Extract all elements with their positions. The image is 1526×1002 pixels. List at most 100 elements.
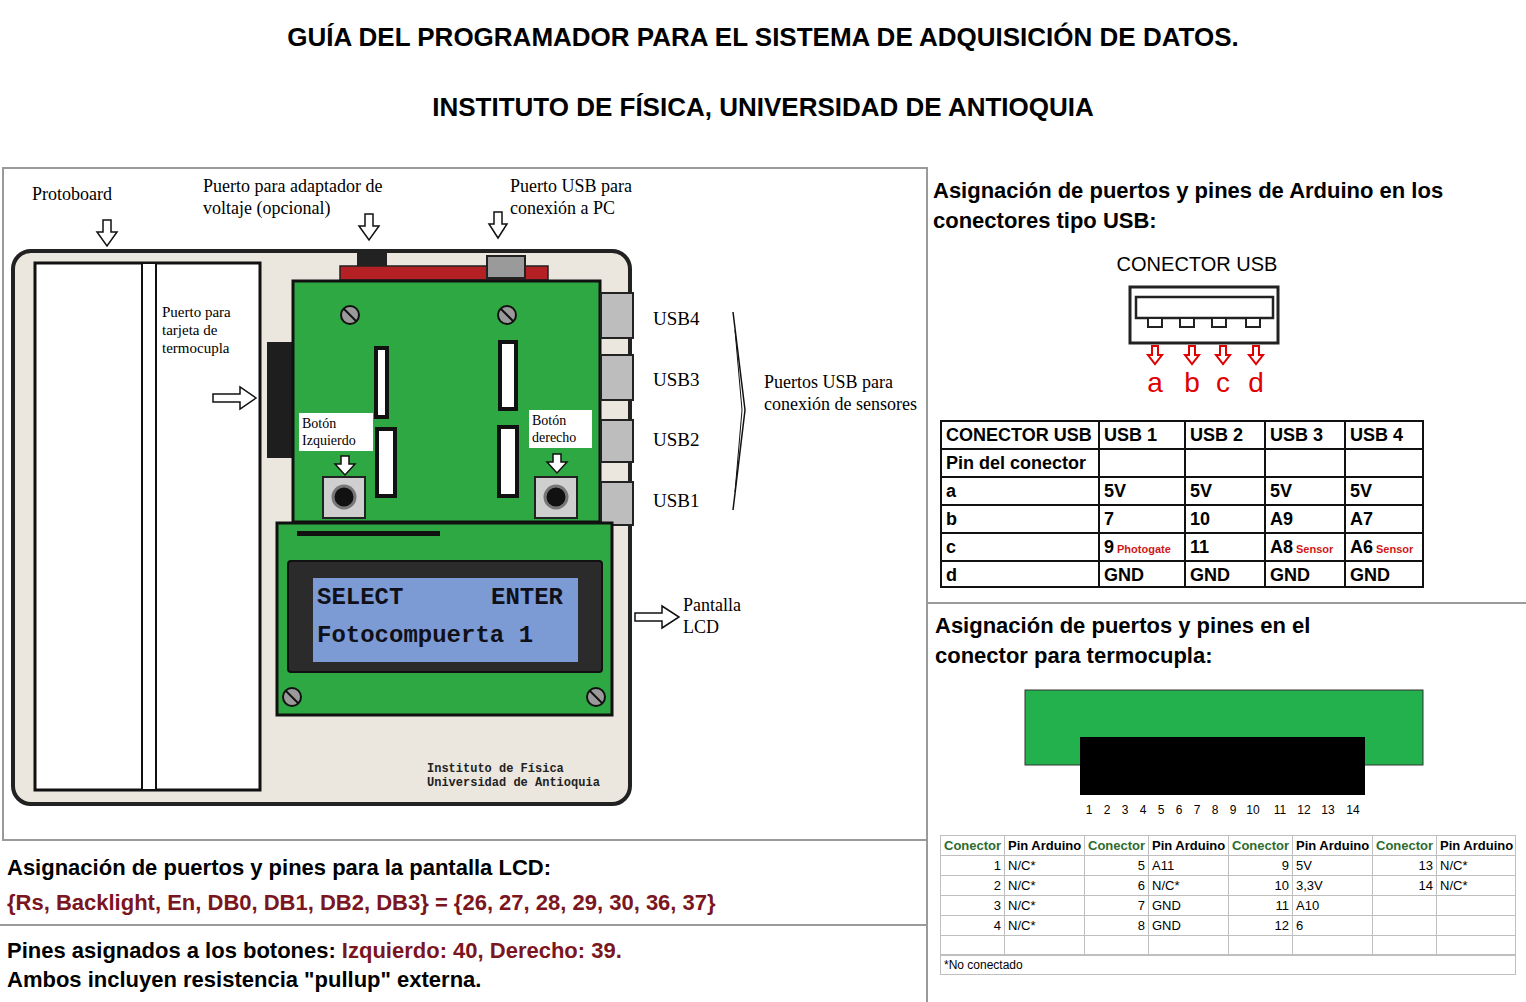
table-cell: a — [940, 476, 1098, 504]
pin-value: 5V — [1270, 481, 1292, 501]
thermocouple-connector — [1080, 737, 1365, 795]
pin-header — [500, 342, 516, 409]
table-cell — [1228, 935, 1292, 955]
table-cell: 2 — [940, 875, 1004, 895]
connector-pin: 7 — [1138, 898, 1145, 913]
sensor-note: Sensor — [1376, 543, 1413, 555]
table-cell: *No conectado — [940, 955, 1516, 975]
pointer-arrow — [489, 212, 507, 238]
arduino-pin: GND — [1152, 918, 1181, 933]
usb-sensor-port — [601, 293, 633, 338]
connector-pin: 13 — [1419, 858, 1433, 873]
arduino-pin: 5V — [1296, 858, 1312, 873]
pin-number: 3 — [1115, 803, 1135, 817]
table-cell — [1344, 448, 1424, 476]
table-header: CONECTOR USB — [946, 425, 1092, 445]
table-cell: 13 — [1372, 855, 1436, 875]
table-cell: N/C* — [1436, 875, 1516, 895]
arduino-pin: 3,3V — [1296, 878, 1323, 893]
arduino-pin: N/C* — [1152, 878, 1179, 893]
pin-number: 12 — [1294, 803, 1314, 817]
screw-slot — [501, 309, 513, 321]
arduino-pin: N/C* — [1440, 878, 1467, 893]
pointer-arrow — [97, 220, 117, 246]
pin-letter: b — [1177, 366, 1207, 400]
button-label: Botón Izquierdo — [299, 413, 373, 451]
lcd-slot — [297, 531, 440, 536]
pin-number: 4 — [1133, 803, 1153, 817]
pointer-arrow — [359, 214, 379, 240]
table-cell — [1264, 448, 1344, 476]
pin-value: GND — [1104, 565, 1144, 585]
pin-value: GND — [1270, 565, 1310, 585]
table-cell: 8 — [1084, 915, 1148, 935]
pin-value: 5V — [1104, 481, 1126, 501]
pin-header — [499, 427, 517, 496]
pin-assignment: Izquierdo: 40, Derecho: 39. — [342, 938, 622, 963]
table-cell: GND — [1264, 560, 1344, 588]
panel-heading: Asignación de puertos y pines en el cone… — [935, 611, 1380, 671]
port-name: USB3 — [653, 369, 723, 392]
footnote: *No conectado — [944, 958, 1023, 972]
connector-pin: 3 — [994, 898, 1001, 913]
table-cell: Conector — [940, 835, 1004, 855]
arduino-pin: A10 — [1296, 898, 1319, 913]
protoboard-groove — [142, 263, 156, 790]
usb-sensor-port — [601, 355, 633, 400]
label-text: Botón derecho — [532, 412, 589, 446]
table-cell: N/C* — [1004, 895, 1084, 915]
table-cell: 3 — [940, 895, 1004, 915]
circuit-board — [293, 281, 600, 522]
pin-arrow — [1216, 346, 1230, 364]
pin-name: a — [946, 481, 956, 501]
protoboard — [35, 263, 260, 790]
table-cell — [940, 935, 1004, 955]
pin-value: GND — [1350, 565, 1390, 585]
screw-slot — [590, 691, 602, 703]
table-cell: Conector — [1372, 835, 1436, 855]
table-cell: 12 — [1228, 915, 1292, 935]
pin-value: 7 — [1104, 509, 1114, 529]
table-cell: d — [940, 560, 1098, 588]
table-cell: Pin Arduino — [1436, 835, 1516, 855]
table-cell: A11 — [1148, 855, 1228, 875]
pin-name: Pin del conector — [946, 453, 1086, 473]
table-cell: USB 4 — [1344, 420, 1424, 448]
pin-value: 9 — [1104, 537, 1114, 557]
table-cell: 11 — [1184, 532, 1264, 560]
pin-number: 1 — [1079, 803, 1099, 817]
table-cell: Pin Arduino — [1004, 835, 1084, 855]
usb-pc-port — [487, 256, 525, 278]
table-cell: 11 — [1228, 895, 1292, 915]
table-cell: 5V — [1098, 476, 1184, 504]
note-text: Ambos incluyen resistencia "pullup" exte… — [7, 965, 920, 994]
usb-contact — [1148, 318, 1162, 327]
arduino-pin: N/C* — [1008, 858, 1035, 873]
pin-name: d — [946, 565, 957, 585]
table-cell: A6Sensor — [1344, 532, 1424, 560]
table-header: USB 3 — [1270, 425, 1323, 445]
group-bracket — [735, 330, 742, 492]
table-cell — [1372, 895, 1436, 915]
part-name: Puerto USB para conexión a PC — [510, 176, 700, 219]
pin-number: 8 — [1205, 803, 1225, 817]
table-cell: USB 3 — [1264, 420, 1344, 448]
table-cell: 6 — [1292, 915, 1372, 935]
table-cell: N/C* — [1004, 915, 1084, 935]
pin-value: GND — [1190, 565, 1230, 585]
push-button-cap — [333, 486, 355, 508]
connector-pin: 1 — [994, 858, 1001, 873]
pin-header — [376, 348, 387, 417]
maker-mark: Instituto de Física Universidad de Antio… — [427, 762, 625, 791]
table-cell: CONECTOR USB — [940, 420, 1098, 448]
pointer-arrow — [335, 456, 355, 475]
table-cell: 4 — [940, 915, 1004, 935]
pin-number: 13 — [1318, 803, 1338, 817]
lcd-board — [277, 523, 612, 715]
table-cell: USB 1 — [1098, 420, 1184, 448]
connector-pin: 6 — [1138, 878, 1145, 893]
label-text: Botón Izquierdo — [302, 415, 370, 449]
table-cell: Conector — [1228, 835, 1292, 855]
device-housing — [13, 251, 630, 804]
table-cell — [1372, 915, 1436, 935]
